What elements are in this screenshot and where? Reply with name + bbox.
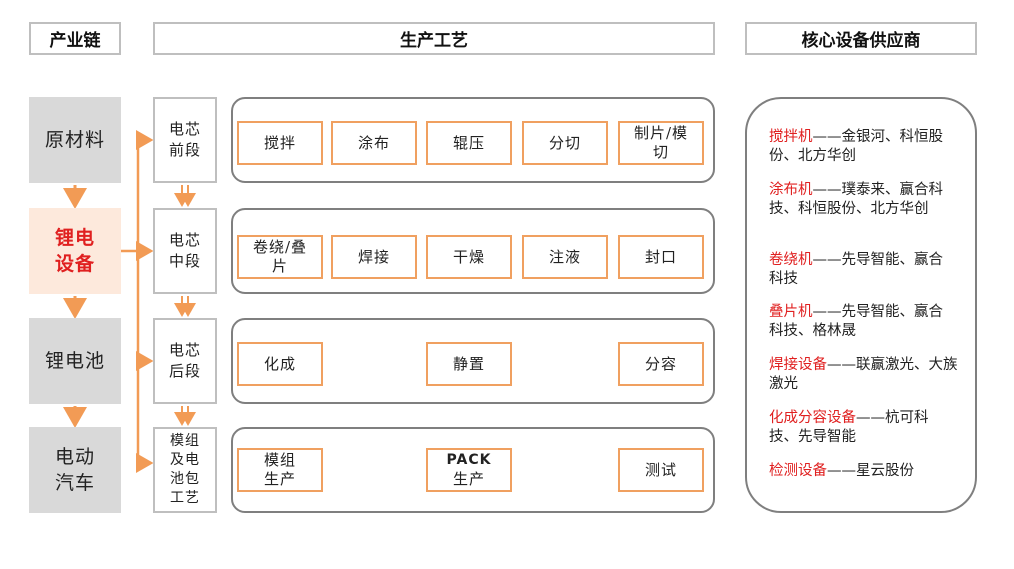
companies-testing: 星云股份	[856, 463, 914, 479]
pack-sub-label: 生产	[452, 470, 485, 488]
header-suppliers: 核心设备供应商	[745, 22, 977, 55]
supplier-coater: 涂布机——璞泰来、赢合科技、科恒股份、北方华创	[769, 181, 954, 219]
step-injection: 注液	[522, 235, 608, 279]
step-welding: 焊接	[331, 235, 417, 279]
chain-electric-vehicle: 电动 汽车	[29, 427, 121, 513]
suppliers-panel	[745, 97, 977, 513]
stage-module-pack: 模组 及电 池包 工艺	[153, 427, 217, 513]
step-formation: 化成	[237, 342, 323, 386]
chain-lithium-battery: 锂电池	[29, 318, 121, 404]
dash: ——	[812, 182, 842, 198]
companies-winder: 先导智能、赢合科技	[769, 252, 943, 287]
supplier-welding: 焊接设备——联赢激光、大族激光	[769, 356, 959, 394]
companies-formation: 杭可科技、先导智能	[769, 410, 929, 445]
companies-coater: 璞泰来、赢合科技、科恒股份、北方华创	[769, 182, 943, 217]
step-coating: 涂布	[331, 121, 417, 165]
dash: ——	[812, 304, 842, 320]
chain-raw-materials: 原材料	[29, 97, 121, 183]
step-rolling: 辊压	[426, 121, 512, 165]
step-grading: 分容	[618, 342, 704, 386]
stage-front: 电芯 前段	[153, 97, 217, 183]
step-slitting: 分切	[522, 121, 608, 165]
dash: ——	[812, 252, 842, 268]
dash: ——	[827, 463, 856, 479]
header-process: 生产工艺	[153, 22, 715, 55]
step-drying: 干燥	[426, 235, 512, 279]
step-module-production: 模组 生产	[237, 448, 323, 492]
stage-back: 电芯 后段	[153, 318, 217, 404]
equipment-winder: 卷绕机	[769, 252, 813, 268]
header-chain: 产业链	[29, 22, 121, 55]
supplier-winder: 卷绕机——先导智能、赢合科技	[769, 251, 954, 289]
equipment-stacker: 叠片机	[769, 304, 813, 320]
dash: ——	[827, 357, 856, 373]
supplier-mixer: 搅拌机——金银河、科恒股份、北方华创	[769, 128, 954, 166]
equipment-welding: 焊接设备	[769, 357, 827, 373]
chain-lithium-equipment: 锂电 设备	[29, 208, 121, 294]
equipment-mixer: 搅拌机	[769, 129, 813, 145]
dash: ——	[812, 129, 842, 145]
equipment-coater: 涂布机	[769, 182, 813, 198]
step-sealing: 封口	[618, 235, 704, 279]
step-die-cutting: 制片/模 切	[618, 121, 704, 165]
step-resting: 静置	[426, 342, 512, 386]
step-testing: 测试	[618, 448, 704, 492]
supplier-formation: 化成分容设备——杭可科技、先导智能	[769, 409, 954, 447]
supplier-testing: 检测设备——星云股份	[769, 462, 959, 481]
companies-stacker: 先导智能、赢合科技、格林晟	[769, 304, 943, 339]
supplier-stacker: 叠片机——先导智能、赢合科技、格林晟	[769, 303, 954, 341]
step-winding-stacking: 卷绕/叠 片	[237, 235, 323, 279]
companies-mixer: 金银河、科恒股份、北方华创	[769, 129, 943, 164]
step-mixing: 搅拌	[237, 121, 323, 165]
equipment-formation: 化成分容设备	[769, 410, 856, 426]
pack-label: PACK	[446, 452, 492, 468]
step-pack-production: PACK 生产	[426, 448, 512, 492]
stage-middle: 电芯 中段	[153, 208, 217, 294]
equipment-testing: 检测设备	[769, 463, 827, 479]
dash: ——	[856, 410, 885, 426]
companies-welding: 联赢激光、大族激光	[769, 357, 958, 392]
